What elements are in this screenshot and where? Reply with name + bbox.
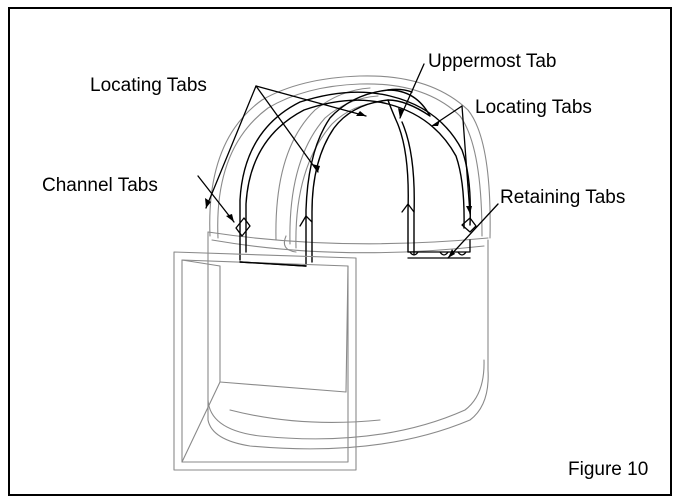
label-retaining-tabs: Retaining Tabs [500, 187, 626, 208]
base-cylinder [207, 231, 489, 450]
label-locating-tabs-left: Locating Tabs [90, 75, 207, 96]
label-uppermost-tab: Uppermost Tab [428, 51, 557, 72]
arch-foot-bar [239, 261, 307, 267]
label-locating-tabs-right: Locating Tabs [475, 97, 592, 118]
leader-lines [197, 63, 499, 259]
label-channel-tabs: Channel Tabs [42, 175, 158, 196]
leader-arrowheads [205, 108, 472, 258]
figure-caption: Figure 10 [568, 459, 649, 480]
figure-frame [8, 7, 672, 496]
retaining-bar [235, 203, 477, 259]
shutter-frame [173, 251, 357, 471]
